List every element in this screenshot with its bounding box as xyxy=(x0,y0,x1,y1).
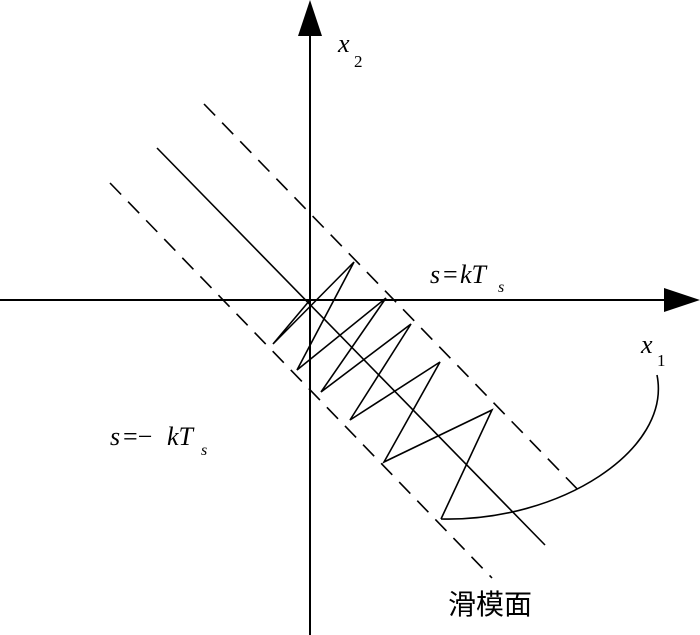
upper-boundary-label-eq: = xyxy=(443,260,458,289)
upper-boundary-label-subscript: s xyxy=(498,279,504,296)
lower-boundary-label-kt: kT xyxy=(167,422,195,451)
sliding-surface-line xyxy=(156,147,546,546)
x2-axis-arrow-icon xyxy=(298,0,322,36)
lower-boundary-dashed-line xyxy=(109,182,493,579)
lower-boundary-label-subscript: s xyxy=(201,442,207,459)
x2-axis-label-subscript: 2 xyxy=(354,52,363,71)
approach-trajectory-curve xyxy=(440,374,660,520)
lower-boundary-label-s: s xyxy=(110,422,120,451)
upper-boundary-dashed-line xyxy=(203,103,584,496)
sliding-surface-label: 滑模面 xyxy=(448,588,532,621)
upper-boundary-label-s: s xyxy=(430,260,440,289)
upper-boundary-label: s = kT s xyxy=(430,260,504,296)
x1-axis-label: x xyxy=(640,330,653,359)
lower-boundary-label: s =− kT s xyxy=(110,422,207,459)
x1-axis-label-subscript: 1 xyxy=(657,351,666,370)
upper-boundary-label-kt: kT xyxy=(460,260,488,289)
x2-axis-label: x xyxy=(337,29,350,58)
x1-axis-arrow-icon xyxy=(664,288,700,312)
chattering-trajectory xyxy=(272,261,494,520)
lower-boundary-label-eq: =− xyxy=(123,422,152,451)
